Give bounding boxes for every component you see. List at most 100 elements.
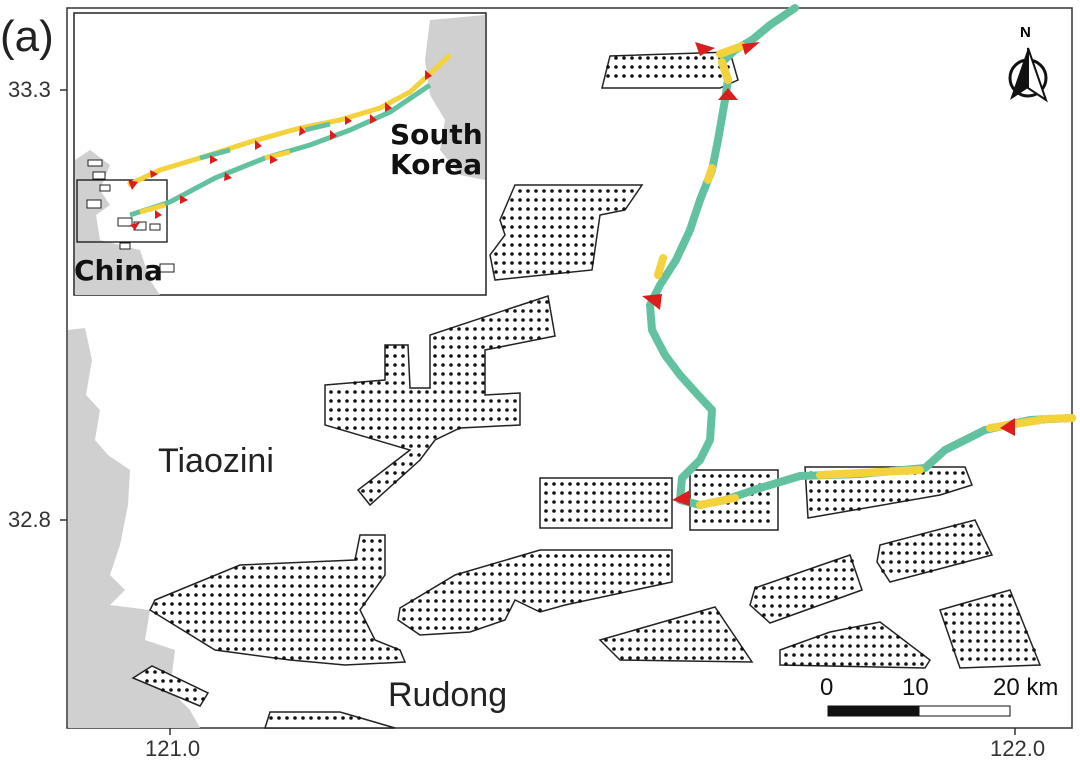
turbine-dot [586,581,590,585]
turbine-dot [676,638,680,642]
turbine-dot [274,584,278,588]
turbine-dot [473,381,477,385]
turbine-dot [377,417,381,421]
turbine-dot [872,662,876,666]
turbine-dot [880,653,884,657]
turbine-dot [750,510,754,514]
turbine-dot [952,648,956,652]
turbine-dot [716,629,720,633]
turbine-dot [409,390,413,394]
turbine-dot [802,577,806,581]
turbine-dot [888,635,892,639]
turbine-dot [513,399,517,403]
turbine-dot [624,491,628,495]
turbine-dot [425,435,429,439]
turbine-dot [370,575,374,579]
turbine-dot [378,647,382,651]
turbine-dot [481,390,485,394]
turbine-dot [497,417,501,421]
turbine-dot [558,234,562,238]
turbine-dot [666,563,670,567]
turbine-dot [889,551,893,555]
turbine-dot [497,345,501,349]
turbine-dot [961,471,965,475]
turbine-dot [590,198,594,202]
turbine-dot [646,56,650,60]
turbine-dot [648,509,652,513]
turbine-dot [274,602,278,606]
turbine-dot [937,480,941,484]
turbine-dot [290,602,294,606]
turbine-dot [550,225,554,229]
turbine-dot [684,656,688,660]
turbine-dot [754,586,758,590]
turbine-dot [433,408,437,412]
turbine-dot [620,638,624,642]
turbine-dot [568,500,572,504]
turbine-dot [702,56,706,60]
turbine-dot [545,327,549,331]
turbine-dot [574,189,578,193]
turbine-dot [610,590,614,594]
x-tick-label: 121.0 [145,736,201,761]
turbine-dot [770,613,774,617]
turbine-dot [592,518,596,522]
turbine-dot [976,630,980,634]
turbine-dot [566,207,570,211]
turbine-dot [441,363,445,367]
turbine-dot [896,644,900,648]
turbine-dot [945,560,949,564]
turbine-dot [542,270,546,274]
turbine-dot [498,572,502,576]
turbine-dot [786,595,790,599]
turbine-dot [538,572,542,576]
turbine-dot [1000,603,1004,607]
turbine-dot [449,417,453,421]
turbine-dot [502,252,506,256]
turbine-dot [542,216,546,220]
turbine-dot [678,74,682,78]
turbine-dot [282,647,286,651]
turbine-dot [724,638,728,642]
turbine-dot [385,363,389,367]
turbine-dot [600,482,604,486]
turbine-dot [162,602,166,606]
turbine-dot [726,483,730,487]
turbine-dot [960,621,964,625]
turbine-dot [290,656,294,660]
turbine-dot [766,519,770,523]
turbine-dot [616,482,620,486]
turbine-dot [250,593,254,597]
turbine-dot [826,568,830,572]
turbine-dot [250,575,254,579]
turbine-dot [502,216,506,220]
turbine-dot [550,216,554,220]
turbine-dot [441,399,445,403]
turbine-dot [1024,630,1028,634]
turbine-dot [505,327,509,331]
turbine-dot [369,381,373,385]
turbine-dot [194,629,198,633]
turbine-dot [330,638,334,642]
turbine-dot [716,656,720,660]
turbine-dot [161,679,165,683]
turbine-dot [808,653,812,657]
turbine-dot [810,568,814,572]
turbine-dot [618,590,622,594]
turbine-dot [817,480,821,484]
turbine-dot [818,568,822,572]
turbine-dot [626,563,630,567]
turbine-dot [700,638,704,642]
turbine-dot [534,225,538,229]
turbine-dot [506,599,510,603]
turbine-dot [622,65,626,69]
turbine-dot [258,638,262,642]
turbine-dot [632,500,636,504]
turbine-dot [370,557,374,561]
turbine-dot [466,617,470,621]
turbine-dot [865,480,869,484]
turbine-dot [489,399,493,403]
turbine-dot [170,611,174,615]
turbine-dot [338,584,342,588]
